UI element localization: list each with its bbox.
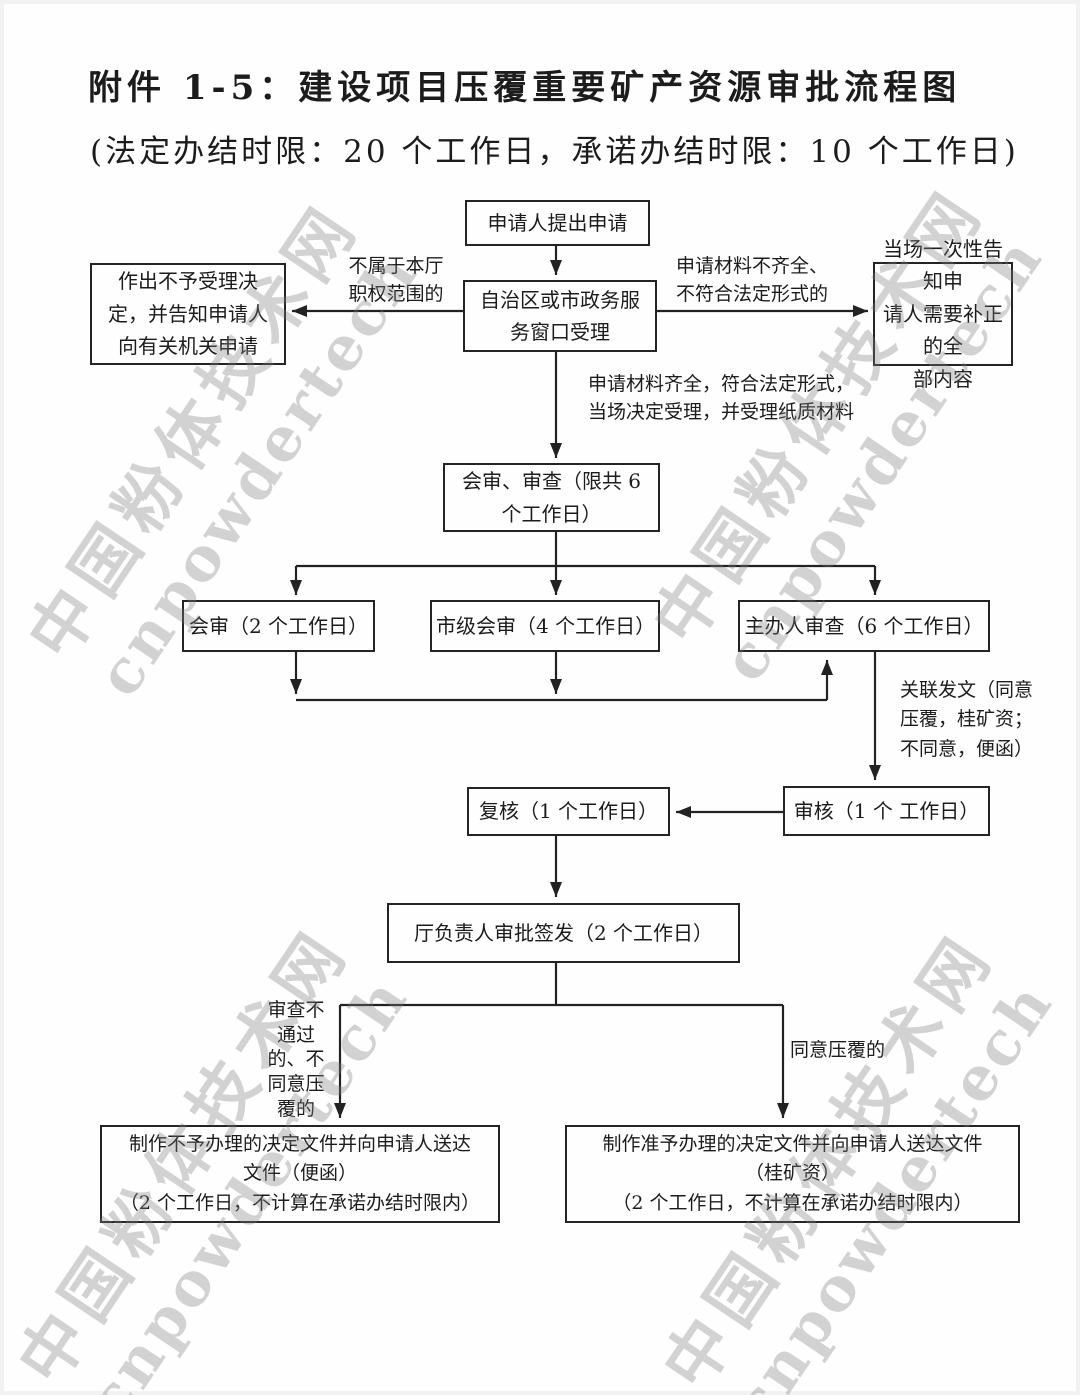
node-joint-review: 会审、审查（限共 6 个工作日） <box>443 463 660 532</box>
node-fuhe: 复核（1 个工作日） <box>467 787 670 836</box>
node-decision-not-accept: 作出不予受理决 定，并告知申请人 向有关机关申请 <box>90 263 286 365</box>
node-huishen: 会审（2 个工作日） <box>182 600 375 652</box>
node-onetime-notice: 当场一次性告知申 请人需要补正的全 部内容 <box>873 237 1013 391</box>
node-service-window-accept: 自治区或市政务服 务窗口受理 <box>463 280 657 352</box>
label-agree-overlay: 同意压覆的 <box>790 1039 886 1061</box>
label-related-issue: 关联发文（同意 压覆，桂矿资； 不同意，便函） <box>900 679 1034 760</box>
node-deny-document: 制作不予办理的决定文件并向申请人送达 文件（便函） （2 个工作日，不计算在承诺… <box>100 1125 500 1223</box>
node-applicant-submit: 申请人提出申请 <box>465 200 650 246</box>
node-shenhe: 审核（1 个 工作日） <box>783 786 990 836</box>
node-city-review: 市级会审（4 个工作日） <box>430 600 660 652</box>
page-subtitle: (法定办结时限：20 个工作日，承诺办结时限：10 个工作日) <box>90 134 1019 170</box>
node-approve-document: 制作准予办理的决定文件并向申请人送达文件 （桂矿资） （2 个工作日，不计算在承… <box>565 1125 1020 1223</box>
label-out-of-scope: 不属于本厅 职权范围的 <box>348 255 444 306</box>
page-title: 附件 1-5：建设项目压覆重要矿产资源审批流程图 <box>88 68 962 108</box>
label-materials-complete: 申请材料齐全，符合法定形式， 当场决定受理，并受理纸质材料 <box>588 373 855 424</box>
node-director-sign: 厅负责人审批签发（2 个工作日） <box>387 903 740 963</box>
label-materials-incomplete: 申请材料不齐全、 不符合法定形式的 <box>676 255 829 306</box>
node-organizer-review: 主办人审查（6 个工作日） <box>738 600 990 652</box>
label-review-fail: 审查不 通过 的、不 同意压 覆的 <box>267 999 325 1120</box>
